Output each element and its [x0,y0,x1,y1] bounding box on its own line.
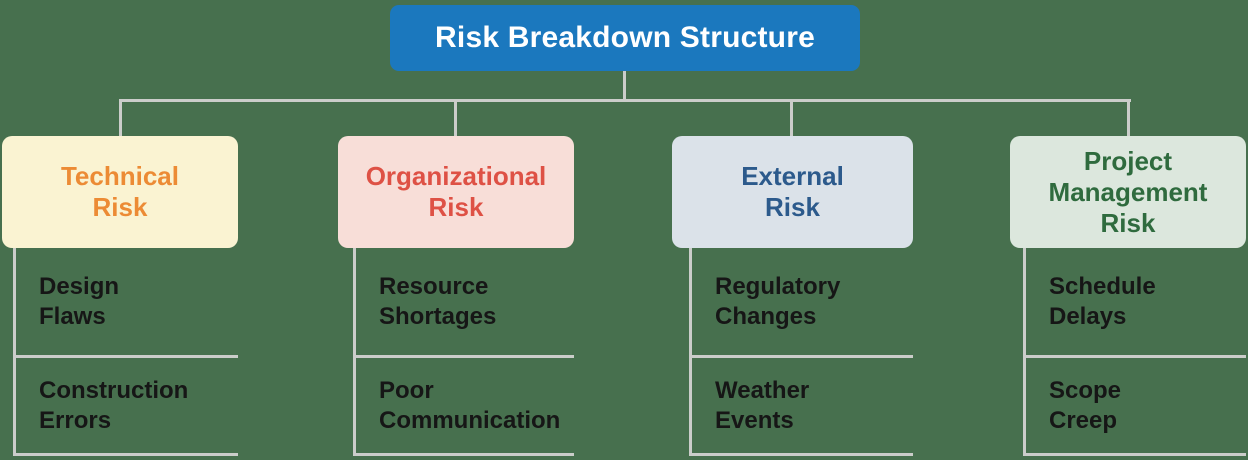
leaf-column-technical: Design Flaws Construction Errors [13,248,238,456]
leaf-label-line: Communication [379,406,561,434]
leaf-label-line: Poor [379,376,434,404]
leaf-label: Scope Creep [1026,376,1121,436]
category-title-line: Risk [1100,207,1156,238]
leaf-label-line: Flaws [39,302,106,330]
leaf-label-line: Scope [1049,376,1122,404]
connector-drop-project-management [1127,99,1130,136]
category-title-line: Organizational [365,161,547,191]
leaf-column-external: Regulatory Changes Weather Events [689,248,913,456]
leaf-label: Construction Errors [16,376,188,436]
category-box-organizational: Organizational Risk [338,136,574,248]
connector-root-stub [623,71,626,100]
leaf-label-line: Weather [715,376,810,404]
leaf-label: Design Flaws [16,272,119,332]
category-box-technical: Technical Risk [2,136,238,248]
leaf-column-organizational: Resource Shortages Poor Communication [353,248,574,456]
leaf-label-line: Regulatory [715,272,841,300]
connector-trunk [119,99,1131,102]
leaf-item-design-flaws: Design Flaws [16,248,238,358]
leaf-label-line: Design [39,272,120,300]
connector-drop-organizational [454,99,457,136]
leaf-label: Schedule Delays [1026,272,1156,332]
leaf-label-line: Shortages [379,302,497,330]
leaf-item-schedule-delays: Schedule Delays [1026,248,1246,358]
leaf-item-weather-events: Weather Events [692,358,913,456]
category-title-organizational: Organizational Risk [366,161,547,223]
leaf-label-line: Construction [39,376,189,404]
leaf-label-line: Resource [379,272,489,300]
category-title-line: Risk [428,192,484,222]
leaf-label-line: Schedule [1049,272,1156,300]
category-title-line: Management [1048,176,1208,207]
leaf-item-resource-shortages: Resource Shortages [356,248,574,358]
category-box-project-management: Project Management Risk [1010,136,1246,248]
leaf-label: Regulatory Changes [692,272,840,332]
category-title-line: Technical [60,161,179,191]
leaf-label-line: Creep [1049,406,1118,434]
connector-drop-external [790,99,793,136]
category-title-line: Risk [765,192,820,222]
leaf-label: Weather Events [692,376,809,436]
leaf-label-line: Errors [39,406,112,434]
connector-drop-technical [119,99,122,136]
leaf-item-construction-errors: Construction Errors [16,358,238,456]
category-title-line: Project [1083,145,1173,176]
leaf-item-poor-communication: Poor Communication [356,358,574,456]
root-node: Risk Breakdown Structure [390,5,860,71]
category-title-external: External Risk [741,161,844,223]
leaf-label-line: Changes [715,302,817,330]
leaf-column-project-management: Schedule Delays Scope Creep [1023,248,1246,456]
category-title-line: Risk [92,192,148,222]
leaf-item-scope-creep: Scope Creep [1026,358,1246,456]
root-node-label: Risk Breakdown Structure [435,21,815,54]
leaf-label: Poor Communication [356,376,560,436]
category-title-line: External [741,161,844,191]
category-title-project-management: Project Management Risk [1049,146,1208,239]
leaf-label: Resource Shortages [356,272,496,332]
leaf-label-line: Delays [1049,302,1127,330]
category-title-technical: Technical Risk [61,161,179,223]
category-box-external: External Risk [672,136,913,248]
leaf-item-regulatory-changes: Regulatory Changes [692,248,913,358]
leaf-label-line: Events [715,406,794,434]
